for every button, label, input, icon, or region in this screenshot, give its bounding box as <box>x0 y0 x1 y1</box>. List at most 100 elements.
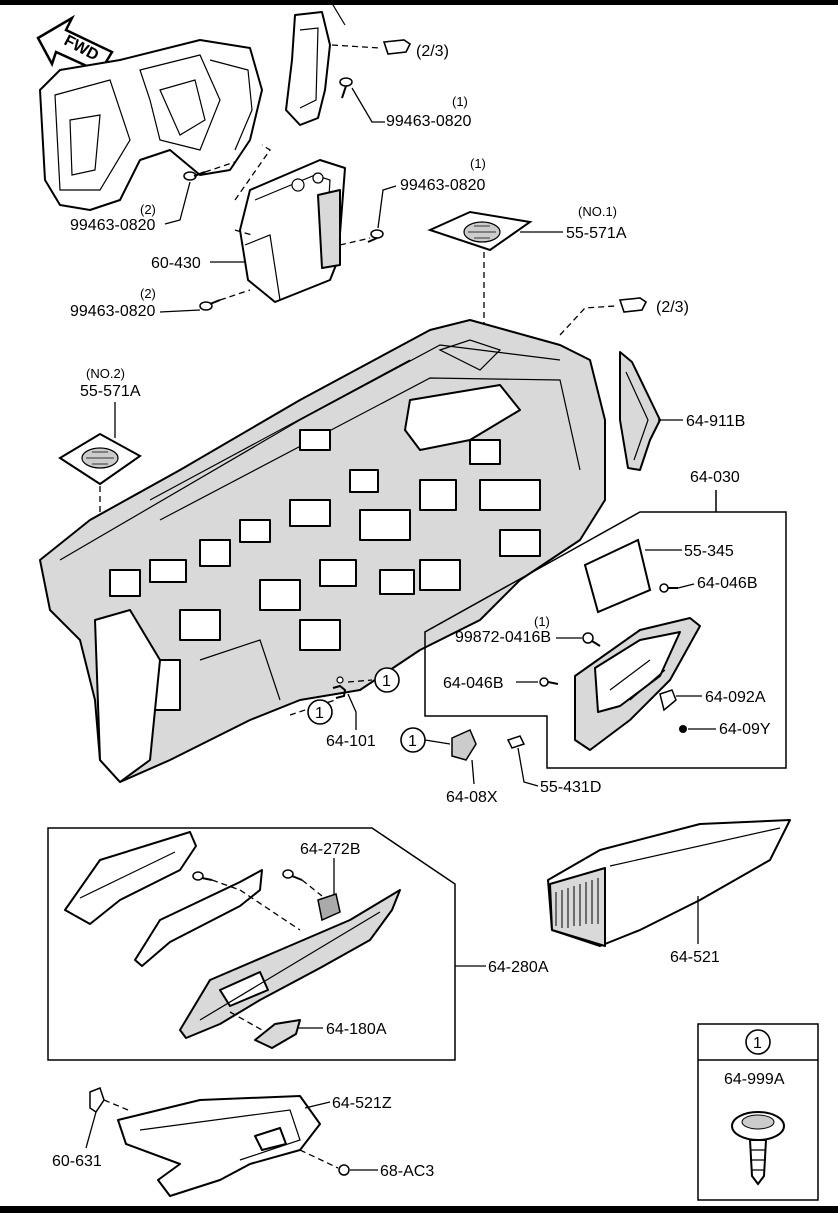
speaker-grille-no2 <box>58 432 142 486</box>
hand-pointer-icon <box>618 297 648 313</box>
leader-latch-callout <box>424 739 451 745</box>
dash-callout-a <box>347 679 373 683</box>
pin-label: 60-631 <box>52 1153 102 1170</box>
dash-under-panel <box>211 879 301 931</box>
bolt-left-label: 99463-0820 <box>70 217 156 234</box>
lower-cover-label: 64-521Z <box>332 1095 392 1112</box>
bracket-label: 60-430 <box>151 255 201 272</box>
dash-180a <box>229 1011 263 1031</box>
glove-box-assy-label: 64-030 <box>690 469 740 486</box>
leader-64-521z <box>304 1101 331 1109</box>
clip-a-label: 64-046B <box>697 575 758 592</box>
bolt-icon <box>199 299 221 311</box>
leader-damper <box>517 747 539 787</box>
damper-label: 55-431D <box>540 779 601 796</box>
damper-icon <box>506 735 526 749</box>
leader-ref-mid <box>559 305 616 336</box>
latch-label: 64-08X <box>446 789 498 806</box>
under-panel-assy-label: 64-280A <box>488 959 549 976</box>
bolt-icon <box>282 869 303 881</box>
frame-top-bar <box>0 0 838 5</box>
under-panel-lower <box>179 889 401 1039</box>
pin-icon <box>89 1087 105 1114</box>
under-panel-bracket-label: 64-180A <box>326 1021 387 1038</box>
screw-icon <box>582 632 601 647</box>
dash-bolt-left <box>204 161 236 173</box>
speaker-grille-no1 <box>427 210 533 252</box>
lid-plate-55-345 <box>583 538 652 614</box>
callout-legend-box: 1 64-999A <box>697 1023 819 1201</box>
leader-bolt-low <box>159 309 201 313</box>
clip-64-101-icon <box>332 676 347 699</box>
dash-bolt-272b <box>301 879 323 897</box>
clip-fastener-icon <box>731 1111 785 1186</box>
glove-box-assy-group <box>424 490 787 769</box>
glove-box-lower-label: 64-521 <box>670 949 720 966</box>
clip-101-label: 64-101 <box>326 733 376 750</box>
bolt-top-label: 99463-0820 <box>386 113 472 130</box>
bolt-icon <box>339 77 353 99</box>
bolt-icon <box>367 229 384 243</box>
leader-bolt-mid <box>377 185 397 229</box>
bolt-low-label: 99463-0820 <box>70 303 156 320</box>
frame-bottom-bar <box>0 1206 838 1213</box>
dash-bolt-mid <box>339 237 371 246</box>
callout-number: 1 <box>382 673 391 690</box>
bolt-top-qty: (1) <box>452 94 468 109</box>
latch-icon <box>451 729 477 761</box>
side-panel-label: 64-911B <box>686 413 745 430</box>
nut-label: 68-AC3 <box>380 1163 434 1180</box>
glove-box-64-521 <box>547 819 791 947</box>
dash-bolt-low <box>219 289 251 301</box>
callout-number: 1 <box>408 733 417 750</box>
clip-64-272B-icon <box>317 893 341 922</box>
under-panel-assy-group <box>47 827 456 1061</box>
grille-no1-label: 55-571A <box>566 225 627 242</box>
clip-icon <box>539 677 559 687</box>
leader-latch <box>471 759 475 785</box>
grille-no2-label: 55-571A <box>80 383 141 400</box>
bolt-left-qty: (2) <box>140 202 156 217</box>
upper-bracket <box>285 0 346 126</box>
nut-icon <box>338 1164 350 1176</box>
ref-middle-right: (2/3) <box>656 299 689 316</box>
leader-clip-a <box>677 583 695 589</box>
hand-pointer-icon <box>382 39 412 55</box>
bolt-icon <box>183 171 206 181</box>
legend-callout-part: 64-999A <box>724 1071 785 1088</box>
callout-number: 1 <box>315 705 324 722</box>
stopper-icon <box>679 725 687 733</box>
bracket-60-430 <box>239 159 346 303</box>
under-panel-middle <box>134 869 263 967</box>
callout-circle <box>307 699 333 725</box>
under-panel-clip-label: 64-272B <box>300 841 361 858</box>
bolt-mid-label: 99463-0820 <box>400 177 486 194</box>
side-panel-64-911B <box>619 351 661 471</box>
hinge-label: 64-092A <box>705 689 766 706</box>
under-panel-upper <box>64 831 197 925</box>
leader-bolt-top <box>351 87 385 123</box>
leader-bolt-left <box>164 181 191 225</box>
bolt-icon <box>192 871 213 881</box>
dash-nut <box>299 1149 339 1169</box>
ref-top-right: (2/3) <box>416 43 449 60</box>
bolt-mid-qty: (1) <box>470 156 486 171</box>
grille-no1-qty: (NO.1) <box>578 204 617 219</box>
lower-cover-64-521Z <box>117 1095 321 1197</box>
leader-pin <box>85 1111 97 1149</box>
callout-circle <box>374 667 400 693</box>
screw-label: 99872-0416B <box>455 629 551 646</box>
leader-clip-101 <box>347 693 357 730</box>
clip-b-label: 64-046B <box>443 675 504 692</box>
screw-qty: (1) <box>534 614 550 629</box>
leader-ref-top <box>331 44 381 49</box>
bolt-low-qty: (2) <box>140 286 156 301</box>
grille-no2-qty: (NO.2) <box>86 366 125 381</box>
lid-plate-label: 55-345 <box>684 543 734 560</box>
glove-box-lid <box>574 617 701 751</box>
legend-callout-number: 1 <box>753 1035 762 1052</box>
hinge-icon <box>659 689 677 712</box>
bracket-64-180A <box>254 1019 301 1049</box>
upper-duct-frame <box>39 39 263 211</box>
